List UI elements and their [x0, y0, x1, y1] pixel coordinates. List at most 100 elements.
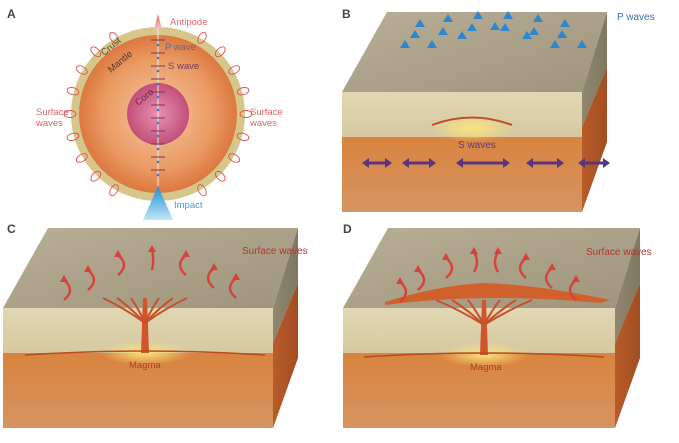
top-surface: [343, 228, 640, 308]
surface-wave-arrow: [178, 254, 187, 276]
side-lower: [273, 283, 298, 428]
surface-wave-arrow-head: [60, 275, 68, 282]
s-wave-arrow-head: [362, 158, 369, 168]
p-wave-arrow-head: [427, 40, 437, 48]
surface-wave-loop: [66, 132, 80, 141]
p-wave-arrow-head: [473, 11, 483, 19]
surface-wave-loop: [236, 132, 250, 141]
surface-wave-arrow: [518, 257, 527, 279]
surface-waves-left-label-2: waves: [36, 118, 63, 129]
antipode-label: Antipode: [170, 17, 208, 28]
s-wave-arrow-head: [429, 158, 436, 168]
p-wave-arrows: [400, 11, 587, 87]
p-wave-arrow-head: [467, 23, 477, 31]
surface-waves-label-c: Surface waves: [242, 246, 308, 257]
p-wave-arrow-head: [522, 31, 532, 39]
p-wave-arrow-head: [529, 27, 539, 35]
s-waves-label: S waves: [458, 140, 496, 151]
lava-flow-d: [385, 283, 610, 305]
magma-branch: [102, 297, 146, 324]
p-waves-label: P waves: [617, 12, 655, 23]
p-wave-arrow-head: [400, 40, 410, 48]
surface-wave-arrow: [544, 267, 553, 289]
surface-wave-arrow-head: [210, 263, 218, 270]
magma-dike: [141, 298, 149, 353]
surface-wave-loop: [75, 65, 88, 75]
s-wave-arrow-head: [578, 158, 585, 168]
surface-wave-loop: [75, 153, 88, 163]
p-wave-arrow-head: [577, 40, 587, 48]
surface-wave-loop: [66, 87, 80, 96]
surface-wave-loop: [63, 110, 77, 118]
surface-wave-arrow-head: [414, 265, 422, 272]
surface-wave-arrow-head: [114, 250, 122, 257]
surface-wave-arrow-head: [182, 250, 190, 257]
side-lower: [582, 67, 607, 212]
block-c: [3, 228, 298, 428]
p-wave-arrow-head: [415, 19, 425, 27]
surface-wave-arrow: [117, 254, 126, 276]
crust-bulge: [431, 116, 513, 126]
surface-wave-arrow: [568, 279, 577, 301]
s-wave-arrow-head: [385, 158, 392, 168]
antipode-marker: [154, 14, 162, 29]
magma-tree-c: [24, 297, 266, 365]
surface-wave-loop: [228, 65, 241, 75]
side-upper: [615, 228, 640, 343]
p-wave-arrow-head: [500, 23, 510, 31]
magma-branch: [144, 297, 188, 324]
p-wave-dot: [156, 108, 160, 112]
panel-a-letter: A: [7, 7, 16, 21]
magma-tree-d: [363, 299, 605, 367]
surface-wave-loop: [197, 31, 207, 44]
p-wave-dot: [156, 160, 160, 164]
block-d: [343, 228, 640, 428]
s-wave-arrow-head: [557, 158, 564, 168]
crust-layer: [343, 308, 615, 353]
surface-wave-arrow: [87, 269, 96, 291]
surface-wave-arrow: [150, 249, 155, 271]
p-wave-dot: [156, 173, 160, 177]
surface-wave-loop: [239, 110, 253, 118]
top-surface: [3, 228, 298, 308]
p-wave-label: P wave: [165, 42, 196, 53]
p-wave-dot: [156, 69, 160, 73]
impact-cone: [143, 186, 173, 220]
magma-glow-b: [432, 114, 512, 142]
surface-wave-arrow-head: [442, 253, 450, 260]
surface-wave-loop: [90, 170, 102, 182]
p-wave-dot: [156, 95, 160, 99]
surface-wave-arrows-c: [60, 245, 240, 301]
surface-wave-loop: [214, 170, 226, 182]
surface-wave-loop: [109, 184, 119, 197]
surface-wave-arrow: [206, 267, 215, 289]
magma-branch: [467, 299, 485, 326]
p-wave-arrow-head: [550, 40, 560, 48]
magma-branch: [483, 299, 533, 326]
side-upper: [582, 12, 607, 127]
p-wave-arrow-head: [560, 19, 570, 27]
p-wave-arrow-head: [443, 14, 453, 22]
surface-wave-loop: [109, 31, 119, 44]
s-wave-arrow-head: [603, 158, 610, 168]
magma-branch: [483, 299, 517, 326]
magma-boundary: [363, 352, 605, 358]
magma-boundary: [24, 350, 266, 356]
surface-wave-loop: [197, 184, 207, 197]
s-wave-arrows: [362, 158, 610, 168]
p-wave-arrow-head: [533, 14, 543, 22]
block-b: [342, 12, 607, 212]
surface-wave-arrow: [228, 277, 237, 299]
surface-waves-left-label-1: Surface: [36, 107, 69, 118]
surface-waves-label-d: Surface waves: [586, 247, 652, 258]
surface-wave-arrow-head: [396, 277, 404, 284]
magma-dike: [480, 300, 488, 355]
surface-wave-loop: [214, 46, 226, 58]
surface-wave-arrow-head: [84, 265, 92, 272]
p-wave-arrow-head: [490, 22, 500, 30]
surface-wave-arrow-head: [494, 247, 502, 254]
surface-wave-arrow: [472, 251, 479, 273]
s-wave-arrow-head: [526, 158, 533, 168]
crust-layer: [3, 308, 273, 353]
p-wave-arrow-head: [557, 30, 567, 38]
